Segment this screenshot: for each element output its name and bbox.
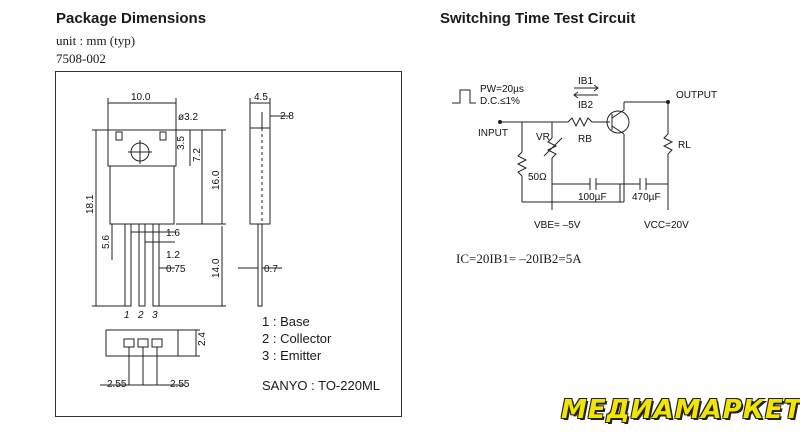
ib2-label: IB2 bbox=[578, 100, 593, 111]
dim-seat-height: 5.6 bbox=[101, 235, 112, 249]
vcc-label: VCC=20V bbox=[644, 220, 689, 231]
dim-tab-thickness: 2.8 bbox=[280, 111, 294, 122]
dim-lead-thickness: 0.7 bbox=[264, 264, 278, 275]
c100-label: 100µF bbox=[578, 192, 607, 203]
dim-pin-pitch: 1.2 bbox=[166, 250, 180, 261]
output-label: OUTPUT bbox=[676, 90, 717, 101]
package-code: 7508-002 bbox=[56, 51, 106, 66]
legend-base: 1 : Base bbox=[262, 314, 310, 329]
unit-label: unit : mm (typ) bbox=[56, 33, 136, 48]
dim-body-height: 16.0 bbox=[211, 170, 222, 190]
rl-label: RL bbox=[678, 140, 691, 151]
dim-lead-length: 14.0 bbox=[211, 258, 222, 278]
ib1-label: IB1 bbox=[578, 76, 593, 87]
dim-lead-width: 0.75 bbox=[166, 264, 186, 275]
rb-label: RB bbox=[578, 134, 592, 145]
pin-3-label: 3 bbox=[152, 310, 158, 321]
vbe-label: VBE= –5V bbox=[534, 220, 581, 231]
vr-label: VR bbox=[536, 132, 550, 143]
c470-label: 470µF bbox=[632, 192, 661, 203]
dim-pin-width: 1.6 bbox=[166, 228, 180, 239]
dim-tab-height: 7.2 bbox=[192, 148, 203, 162]
brand-logo: МЕДИАМАРКЕТ bbox=[561, 395, 800, 425]
dim-hole: ø3.2 bbox=[178, 112, 198, 123]
dim-thickness: 4.5 bbox=[254, 92, 268, 103]
package-name: SANYO : TO-220ML bbox=[262, 378, 381, 393]
pin-2-label: 2 bbox=[137, 310, 144, 321]
input-label: INPUT bbox=[478, 128, 508, 139]
pulse-width-label: PW=20µs bbox=[480, 84, 524, 95]
duty-cycle-label: D.C.≤1% bbox=[480, 96, 520, 107]
legend-emitter: 3 : Emitter bbox=[262, 348, 322, 363]
dim-bottom-thickness: 2.4 bbox=[197, 332, 208, 346]
package-dimensions-title: Package Dimensions bbox=[56, 10, 207, 27]
legend-collector: 2 : Collector bbox=[262, 331, 332, 346]
switching-circuit-title: Switching Time Test Circuit bbox=[440, 10, 636, 27]
r50-label: 50Ω bbox=[528, 172, 547, 183]
dim-hole-offset: 3.5 bbox=[176, 136, 187, 150]
current-formula: IC=20IB1= –20IB2=5A bbox=[456, 251, 582, 266]
package-frame bbox=[55, 71, 402, 417]
pin-1-label: 1 bbox=[124, 310, 130, 321]
dim-total-height: 18.1 bbox=[85, 194, 96, 214]
dim-pitch-right: 2.55 bbox=[170, 379, 190, 390]
dim-pitch-left: 2.55 bbox=[107, 379, 127, 390]
pin-legend: 1 : Base 2 : Collector 3 : Emitter bbox=[262, 313, 331, 364]
dim-width: 10.0 bbox=[131, 92, 151, 103]
